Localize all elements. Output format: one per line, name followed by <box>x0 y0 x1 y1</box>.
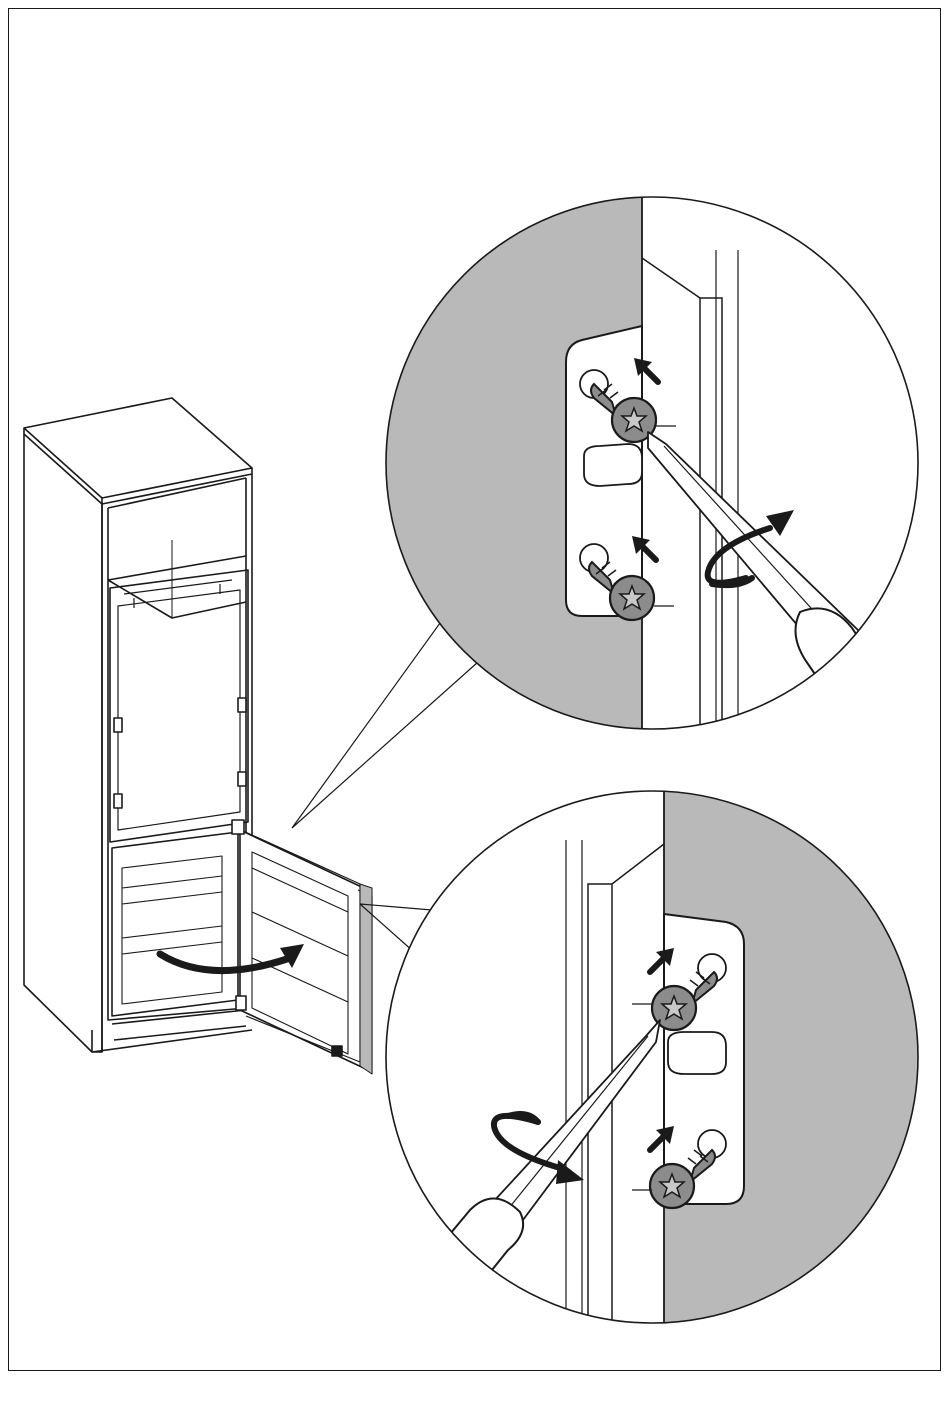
lower-detail-inset <box>386 790 924 1330</box>
callout-leader-upper <box>292 612 478 828</box>
upper-detail-inset <box>380 190 918 750</box>
built-in-refrigerator-cabinet <box>24 398 372 1074</box>
